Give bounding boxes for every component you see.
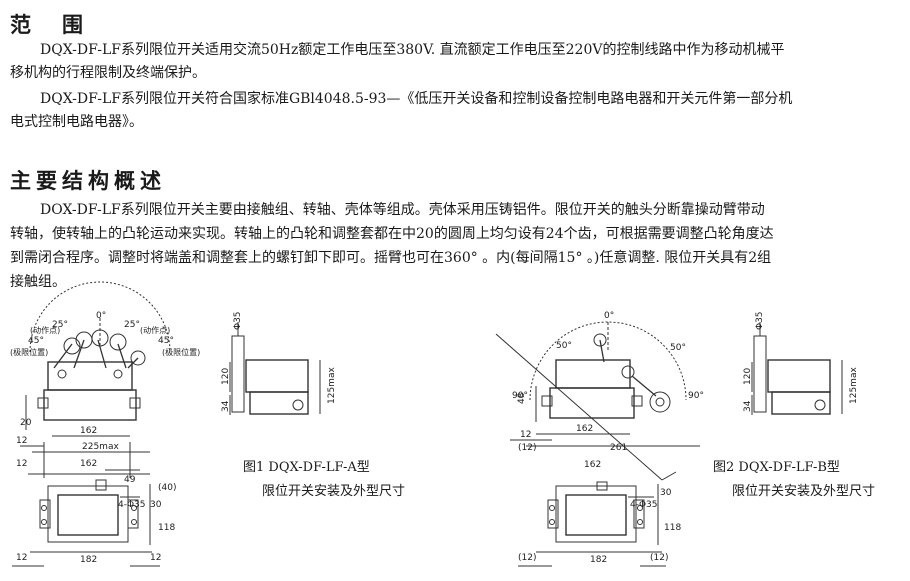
dim-label: (40) — [158, 483, 176, 493]
angle-label: 0° — [96, 311, 106, 321]
note-label: (动作点) — [140, 325, 170, 335]
dim-label: (12) — [518, 553, 536, 563]
dim-label: 20 — [20, 418, 32, 428]
dim-label: Φ35 — [233, 311, 243, 330]
dim-label: (12) — [518, 443, 536, 453]
note-label: (极限位置) — [10, 347, 48, 357]
dim-label: 261 — [610, 443, 627, 453]
dim-label: 162 — [80, 459, 97, 469]
paragraph-line: DQX-DF-LF系列限位开关适用交流50Hz额定工作电压至380V. 直流额定… — [40, 42, 785, 58]
paragraph-line: 转轴，使转轴上的凸轮运动来实现。转轴上的凸轮和调整套都在中20的圆周上均匀设有2… — [10, 226, 774, 242]
angle-label: 50° — [670, 343, 686, 353]
dim-label: 118 — [664, 523, 681, 533]
dim-label: 162 — [576, 424, 593, 434]
dim-label: 162 — [584, 460, 601, 470]
section-title-structure: 主要结构概述 — [10, 169, 166, 193]
dim-label: 12 — [16, 436, 27, 446]
dim-label: 48 — [517, 392, 527, 404]
dim-label: 120 — [221, 368, 231, 385]
angle-label: 90° — [512, 391, 528, 401]
dim-label: 30 — [150, 500, 162, 510]
dim-label: (12) — [650, 553, 668, 563]
dim-label: 182 — [590, 555, 607, 565]
dim-label: 34 — [221, 400, 231, 412]
figure1-caption-sub: 限位开关安装及外型尺寸 — [262, 484, 406, 499]
dim-label: 125max — [327, 367, 337, 404]
paragraph-line: DOX-DF-LF系列限位开关主要由接触组、转轴、壳体等组成。壳体采用压铸铝件。… — [40, 202, 765, 218]
dim-label: 118 — [158, 523, 175, 533]
dim-label: 162 — [80, 426, 97, 436]
paragraph-line: DQX-DF-LF系列限位开关符合国家标准GBl4048.5-93—《低压开关设… — [40, 91, 793, 107]
figure2-caption: 图2 DQX-DF-LF-B型 — [713, 460, 840, 475]
angle-label: 25° — [52, 320, 68, 330]
angle-label: 0° — [604, 311, 614, 321]
fig2-front-view — [495, 321, 700, 481]
fig2-side-view — [751, 322, 843, 415]
dim-label: 12 — [150, 553, 161, 563]
note-label: (极限位置) — [162, 347, 200, 357]
section-title-scope: 范 围 — [10, 13, 88, 37]
dim-label: 12 — [520, 430, 531, 440]
angle-label: 25° — [124, 320, 140, 330]
dim-label: 120 — [743, 368, 753, 385]
dim-label: 4-Φ35 — [118, 500, 146, 510]
angle-label: 90° — [688, 391, 704, 401]
dim-label: 12 — [16, 459, 27, 469]
fig1-plan-view — [12, 469, 160, 567]
angle-label: 45° — [28, 336, 44, 346]
dim-label: 225max — [82, 442, 119, 452]
angle-label: 50° — [556, 341, 572, 351]
paragraph-line: 到需闭合程序。调整时将端盖和调整套上的螺钉卸下即可。摇臂也可在360° 。内(每… — [10, 250, 772, 266]
fig1-side-view — [229, 322, 321, 415]
fig2-plan-view — [518, 481, 666, 567]
figure1-caption: 图1 DQX-DF-LF-A型 — [243, 460, 370, 475]
angle-label: 45° — [158, 336, 174, 346]
dim-label: 12 — [16, 553, 27, 563]
dim-label: 125max — [849, 367, 859, 404]
dim-label: 49 — [124, 475, 136, 485]
dim-label: 30 — [660, 488, 672, 498]
paragraph-line: 接触组。 — [10, 274, 66, 290]
dim-label: 4-Φ35 — [630, 500, 658, 510]
dim-label: 182 — [80, 555, 97, 565]
dim-label: 34 — [743, 400, 753, 412]
dim-label: Φ35 — [755, 311, 765, 330]
note-label: (动作点) — [30, 325, 60, 335]
figure2-caption-sub: 限位开关安装及外型尺寸 — [732, 484, 876, 499]
paragraph-line: 电式控制电路电器》。 — [10, 114, 143, 130]
paragraph-line: 移机构的行程限制及终端保护。 — [10, 65, 206, 81]
fig1-front-view — [20, 281, 171, 478]
